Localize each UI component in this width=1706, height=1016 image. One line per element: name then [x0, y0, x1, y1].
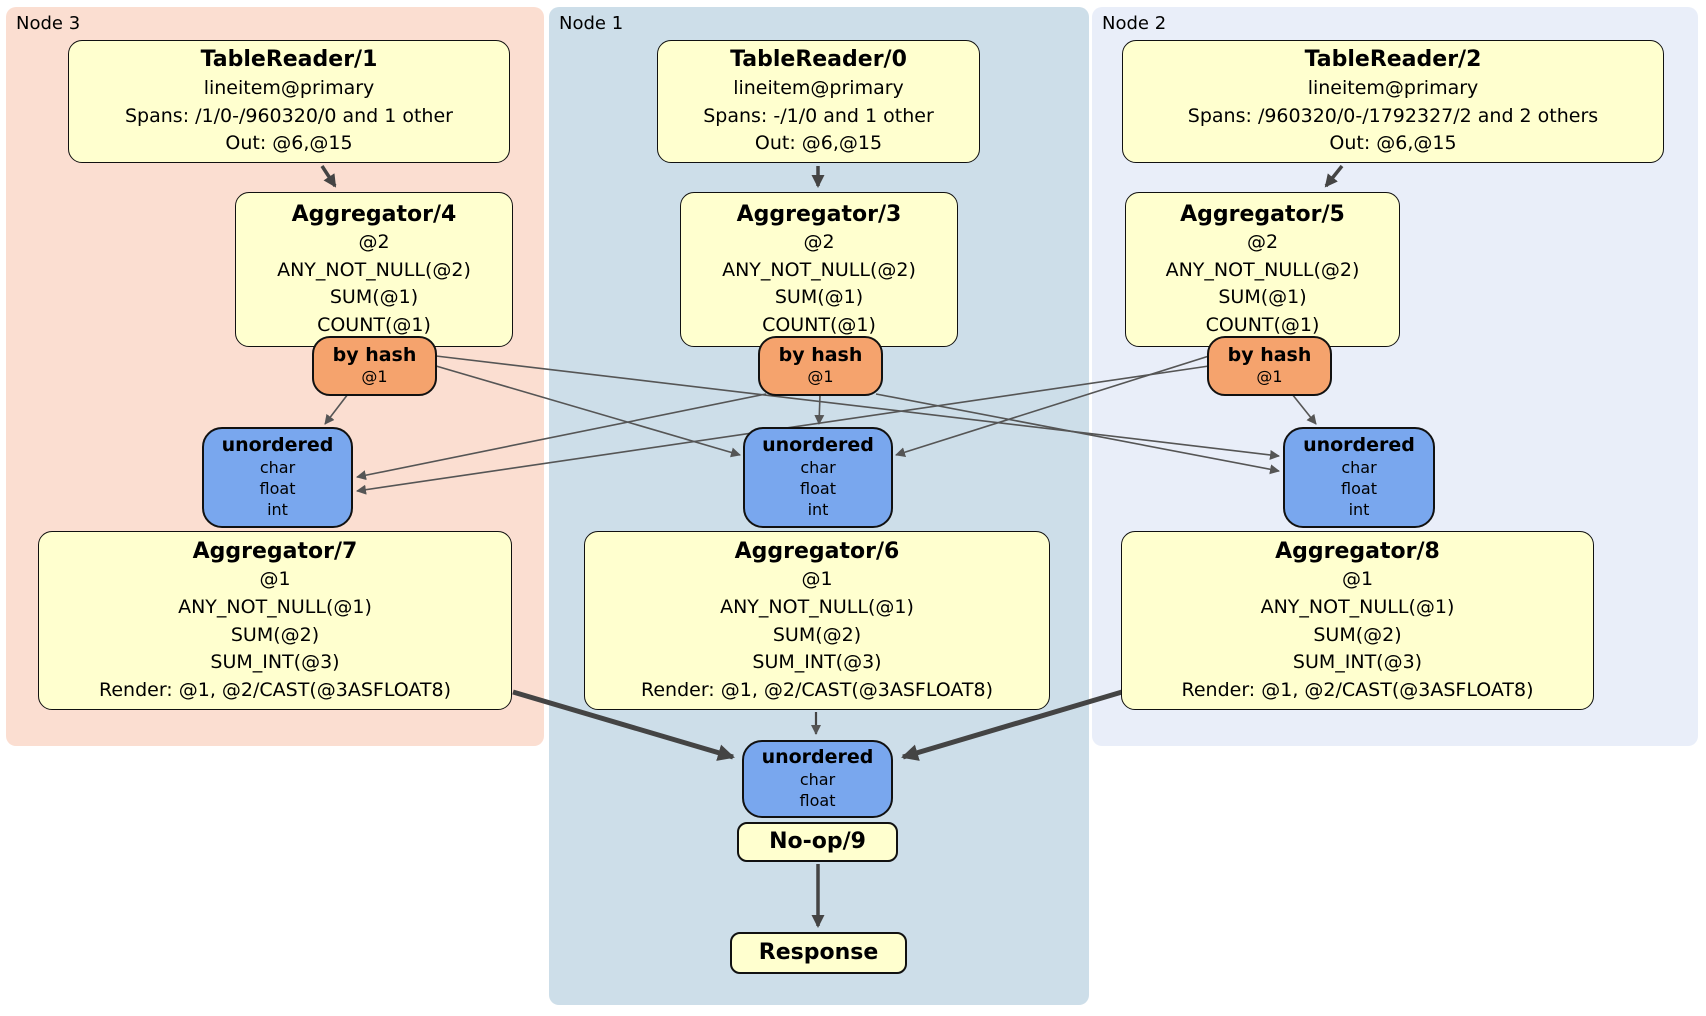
processor-detail: SUM_INT(@3): [1292, 651, 1423, 674]
processor-detail: ANY_NOT_NULL(@2): [1165, 258, 1360, 281]
processor-detail: @2: [803, 231, 835, 254]
sync-title: unordered: [1303, 434, 1415, 457]
final-unordered-sync: unordered char float: [742, 740, 893, 818]
processor-detail: @1: [259, 568, 291, 591]
processor-detail: @2: [358, 231, 390, 254]
sync-detail: char: [799, 770, 836, 790]
table-reader-0-box: TableReader/0 lineitem@primary Spans: -/…: [657, 40, 980, 163]
aggregator-5-box: Aggregator/5 @2 ANY_NOT_NULL(@2) SUM(@1)…: [1125, 192, 1400, 347]
sync-title: unordered: [761, 746, 874, 769]
processor-detail: @1: [801, 568, 833, 591]
processor-title: No-op/9: [769, 829, 866, 855]
processor-title: Aggregator/4: [291, 201, 457, 227]
node3-unordered-sync: unordered char float int: [202, 427, 353, 528]
processor-detail: COUNT(@1): [1205, 313, 1320, 336]
aggregator-3-box: Aggregator/3 @2 ANY_NOT_NULL(@2) SUM(@1)…: [680, 192, 958, 347]
processor-detail: Render: @1, @2/CAST(@3ASFLOAT8): [99, 678, 451, 701]
router-detail: @1: [807, 367, 834, 387]
node2-hash-router: by hash @1: [1207, 336, 1332, 396]
processor-detail: Spans: -/1/0 and 1 other: [703, 104, 934, 127]
processor-title: Aggregator/8: [1275, 538, 1440, 564]
sync-detail: int: [1348, 499, 1370, 519]
sync-detail: float: [800, 478, 836, 498]
node-label: Node 3: [16, 13, 81, 34]
processor-detail: SUM_INT(@3): [210, 651, 340, 674]
node2-unordered-sync: unordered char float int: [1283, 427, 1435, 528]
processor-title: Response: [758, 940, 879, 966]
sync-detail: int: [807, 499, 829, 519]
processor-detail: SUM(@2): [1313, 623, 1402, 646]
aggregator-4-box: Aggregator/4 @2 ANY_NOT_NULL(@2) SUM(@1)…: [235, 192, 513, 347]
processor-title: TableReader/1: [200, 47, 378, 73]
processor-detail: ANY_NOT_NULL(@2): [277, 258, 471, 281]
processor-detail: lineitem@primary: [733, 77, 904, 100]
sync-detail: float: [259, 478, 296, 498]
node-label: Node 2: [1102, 13, 1167, 34]
processor-title: TableReader/0: [730, 47, 907, 73]
sync-detail: char: [1341, 458, 1377, 478]
router-title: by hash: [1227, 343, 1312, 366]
processor-detail: ANY_NOT_NULL(@2): [722, 258, 916, 281]
processor-detail: Render: @1, @2/CAST(@3ASFLOAT8): [641, 678, 993, 701]
router-title: by hash: [332, 343, 417, 366]
processor-title: Aggregator/5: [1180, 201, 1345, 227]
processor-detail: Out: @6,@15: [225, 132, 353, 155]
aggregator-8-box: Aggregator/8 @1 ANY_NOT_NULL(@1) SUM(@2)…: [1121, 531, 1594, 710]
processor-title: TableReader/2: [1304, 47, 1482, 73]
router-detail: @1: [361, 367, 388, 387]
sync-title: unordered: [762, 434, 874, 457]
processor-title: Aggregator/3: [736, 201, 902, 227]
aggregator-7-box: Aggregator/7 @1 ANY_NOT_NULL(@1) SUM(@2)…: [38, 531, 512, 710]
table-reader-2-box: TableReader/2 lineitem@primary Spans: /9…: [1122, 40, 1664, 163]
processor-detail: ANY_NOT_NULL(@1): [178, 596, 372, 619]
node1-unordered-sync: unordered char float int: [743, 427, 893, 528]
processor-detail: Out: @6,@15: [754, 132, 883, 155]
sync-detail: char: [800, 458, 836, 478]
node1-hash-router: by hash @1: [758, 336, 883, 396]
aggregator-6-box: Aggregator/6 @1 ANY_NOT_NULL(@1) SUM(@2)…: [584, 531, 1050, 710]
router-detail: @1: [1256, 367, 1283, 387]
processor-detail: COUNT(@1): [317, 313, 431, 336]
processor-detail: ANY_NOT_NULL(@1): [720, 596, 914, 619]
router-title: by hash: [778, 343, 863, 366]
processor-detail: Out: @6,@15: [1329, 132, 1457, 155]
processor-title: Aggregator/7: [192, 538, 358, 564]
processor-detail: lineitem@primary: [203, 77, 375, 100]
processor-title: Aggregator/6: [734, 538, 900, 564]
node-label: Node 1: [559, 13, 624, 34]
sync-title: unordered: [221, 434, 334, 457]
no-op-box: No-op/9: [737, 822, 898, 862]
processor-detail: lineitem@primary: [1307, 77, 1479, 100]
sync-detail: char: [259, 458, 296, 478]
processor-detail: SUM_INT(@3): [752, 651, 882, 674]
processor-detail: SUM(@1): [774, 286, 864, 309]
response-box: Response: [730, 932, 907, 974]
processor-detail: @1: [1341, 568, 1374, 591]
sync-detail: float: [1341, 478, 1377, 498]
processor-detail: SUM(@1): [329, 286, 419, 309]
processor-detail: Render: @1, @2/CAST(@3ASFLOAT8): [1181, 678, 1534, 701]
processor-detail: ANY_NOT_NULL(@1): [1260, 596, 1455, 619]
processor-detail: SUM(@1): [1218, 286, 1307, 309]
sync-detail: float: [799, 790, 836, 810]
processor-detail: Spans: /960320/0-/1792327/2 and 2 others: [1187, 104, 1599, 127]
processor-detail: Spans: /1/0-/960320/0 and 1 other: [125, 104, 453, 127]
processor-detail: COUNT(@1): [762, 313, 876, 336]
processor-detail: SUM(@2): [772, 623, 862, 646]
processor-detail: @2: [1246, 231, 1279, 254]
processor-detail: SUM(@2): [230, 623, 320, 646]
table-reader-1-box: TableReader/1 lineitem@primary Spans: /1…: [68, 40, 510, 163]
sync-detail: int: [267, 499, 288, 519]
node3-hash-router: by hash @1: [312, 336, 437, 396]
